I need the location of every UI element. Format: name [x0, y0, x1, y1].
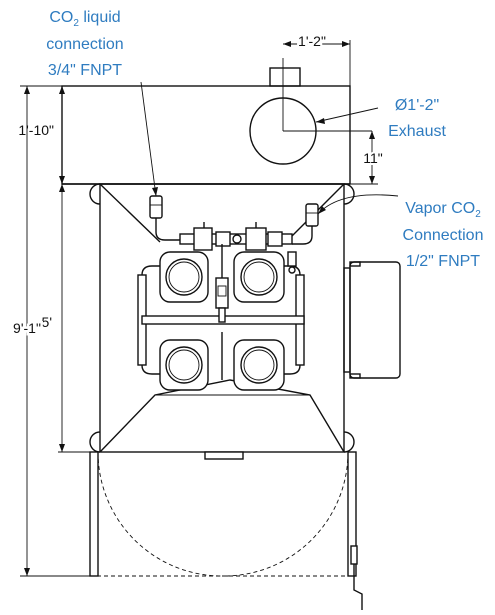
dim-overall-height: 9'-1" — [13, 320, 41, 336]
dim-top-section-height: 1'-10" — [18, 122, 54, 138]
doors — [89, 451, 363, 610]
exhaust-callout-line1: Ø1'-2" — [395, 97, 439, 114]
dim-box-height: 5' — [42, 314, 52, 330]
dim-exhaust-offset-y: 11" — [363, 150, 383, 166]
vessel-top-right — [233, 251, 285, 303]
vapor-co2-callout-line1: Vapor CO2 — [405, 200, 481, 220]
vessel-bottom-right — [233, 339, 285, 391]
control-box — [343, 261, 401, 379]
exhaust-callout-line2: Exhaust — [388, 123, 446, 140]
exhaust-hood — [61, 67, 351, 185]
piping — [137, 195, 319, 380]
vapor-co2-callout-line2: Connection — [403, 227, 484, 244]
leader-lines — [140, 81, 399, 215]
co2-liquid-callout-line1: CO2 liquid — [49, 9, 120, 29]
co2-liquid-callout-line2: connection — [46, 36, 123, 53]
vessel-bottom-left — [159, 339, 209, 391]
dimension-lines — [20, 40, 378, 577]
co2-liquid-callout-line3: 3/4" FNPT — [48, 62, 122, 79]
vessel-top-left — [159, 251, 209, 303]
dim-exhaust-offset-x: 1'-2" — [298, 33, 326, 49]
exhaust-port — [249, 58, 372, 165]
vapor-co2-callout-line3: 1/2" FNPT — [406, 253, 480, 270]
